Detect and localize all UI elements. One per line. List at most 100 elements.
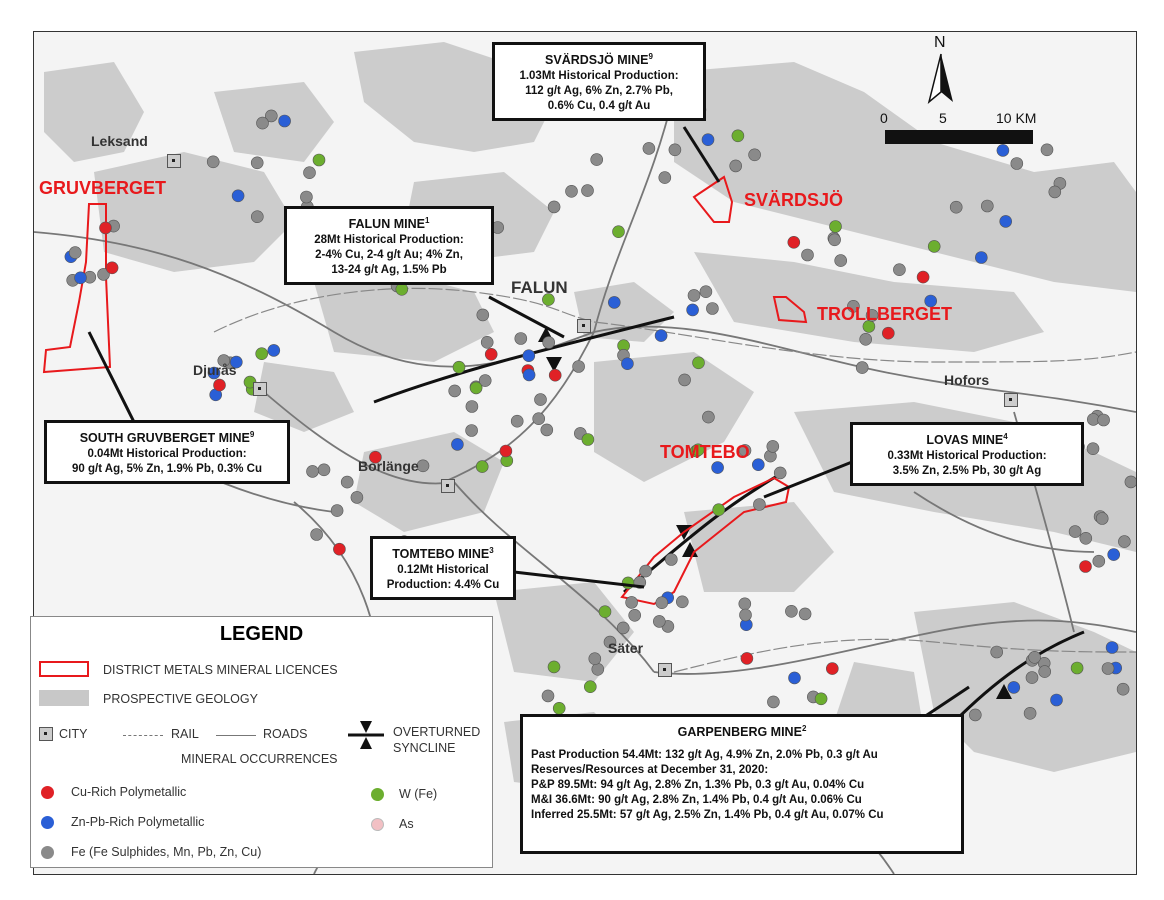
legend-w: W (Fe) [399, 787, 438, 801]
occurrence-dot [350, 491, 364, 504]
scale-label-0: 0 [880, 110, 888, 126]
legend-syncline-1: OVERTURNED [393, 725, 481, 739]
city-marker-djuras [253, 382, 267, 396]
occurrence-dot [395, 282, 409, 296]
occurrence-dot [581, 433, 595, 446]
occurrence-dot [1028, 650, 1041, 664]
scale-bar [885, 130, 1033, 144]
licence-label-trollberget: TROLLBERGET [817, 304, 952, 324]
occurrence-dot [924, 294, 938, 308]
licence-svardsjo [692, 175, 734, 223]
occurrence-dot [213, 378, 226, 392]
occurrence-dot [767, 695, 780, 709]
mine-line: 13-24 g/t Ag, 1.5% Pb [331, 263, 447, 276]
mine-line: 3.5% Zn, 2.5% Pb, 30 g/t Ag [892, 464, 1042, 477]
occurrence-dot [476, 308, 490, 322]
licence-label-gruvberget: GRUVBERGET [39, 178, 167, 198]
occurrence-dot [306, 465, 319, 478]
occurrence-dot [255, 347, 268, 361]
legend-fe-dot [41, 846, 54, 859]
mine-line: Production: 4.4% Cu [386, 578, 500, 591]
occurrence-dot [1097, 413, 1110, 427]
occurrence-dot [267, 344, 281, 357]
legend-w-dot [371, 788, 384, 801]
occurrence-dot [712, 503, 726, 517]
occurrence-dot [1107, 548, 1120, 561]
city-sater: Säter [608, 640, 644, 656]
occurrence-dot [588, 652, 602, 666]
mine-line: 112 g/t Ag, 6% Zn, 2.7% Pb, [525, 84, 673, 97]
occurrence-dot [625, 596, 638, 609]
occurrence-dot [541, 689, 555, 703]
occurrence-dot [534, 393, 547, 406]
occurrence-dot [655, 596, 669, 610]
occurrence-dot [74, 271, 87, 285]
legend-zn-dot [41, 816, 54, 829]
occurrence-dot [480, 335, 494, 349]
occurrence-dot [1050, 693, 1063, 707]
mine-ref: 9 [249, 430, 255, 439]
occurrence-dot [340, 475, 354, 489]
occurrence-dot [974, 251, 988, 264]
occurrence-dot [996, 144, 1010, 157]
occurrence-dot [753, 498, 766, 511]
legend-rail: RAIL [171, 727, 199, 741]
occurrence-dot [621, 357, 634, 371]
occurrence-dot [706, 302, 719, 315]
occurrence-dot [469, 381, 483, 395]
occurrence-dot [230, 355, 243, 369]
mine-ref: 2 [801, 724, 807, 733]
occurrence-dot [652, 615, 666, 628]
licence-label-tomtebo: TOMTEBO [660, 442, 750, 462]
occurrence-dot [206, 155, 220, 169]
occurrence-dot [788, 671, 801, 685]
mine-box-lovas: LOVAS MINE4 0.33Mt Historical Production… [850, 422, 1084, 486]
occurrence-dot [702, 410, 715, 424]
occurrence-dot [692, 356, 705, 370]
mine-line: 0.6% Cu, 0.4 g/t Au [547, 99, 651, 112]
occurrence-dot [97, 268, 110, 281]
occurrence-dot [1101, 662, 1115, 675]
mine-line: 2-4% Cu, 2-4 g/t Au; 4% Zn, [315, 248, 463, 261]
mine-title: TOMTEBO MINE [392, 546, 490, 561]
scale-label-10: 10 KM [996, 110, 1037, 126]
city-marker-sater [658, 663, 672, 677]
legend-syncline-2: SYNCLINE [393, 741, 456, 755]
legend-roads: ROADS [263, 727, 308, 741]
occurrence-dot [300, 190, 313, 204]
city-falun: FALUN [511, 278, 568, 297]
occurrence-dot [801, 248, 814, 262]
mine-ref: 4 [1003, 432, 1008, 441]
occurrence-dot [825, 662, 839, 675]
legend-licence-swatch [39, 661, 89, 677]
occurrence-dot [310, 528, 323, 541]
mine-line: Past Production 54.4Mt: 132 g/t Ag, 4.9%… [531, 749, 878, 762]
mine-box-tomtebo: TOMTEBO MINE3 0.12Mt Historical Producti… [370, 536, 516, 600]
occurrence-dot [547, 660, 561, 674]
occurrence-dot [484, 347, 498, 361]
occurrence-dot [678, 373, 691, 387]
occurrence-dot [590, 153, 604, 166]
occurrence-dot [785, 604, 798, 618]
occurrence-dot [598, 605, 612, 619]
occurrence-dot [612, 225, 625, 238]
occurrence-dot [547, 200, 561, 214]
occurrence-dot [475, 460, 489, 473]
occurrence-dot [751, 458, 765, 472]
occurrence-dot [699, 285, 713, 299]
mine-line: 1.03Mt Historical Production: [519, 69, 679, 82]
mine-ref: 9 [648, 52, 653, 61]
occurrence-dot [654, 329, 668, 342]
occurrence-dot [968, 708, 982, 722]
occurrence-dot [1048, 185, 1062, 199]
legend-geology: PROSPECTIVE GEOLOGY [103, 692, 258, 706]
occurrence-dot [999, 215, 1013, 228]
occurrence-dot [99, 221, 112, 235]
occurrence-dot [369, 450, 382, 464]
occurrence-dot [949, 200, 963, 214]
occurrence-dot [687, 289, 701, 302]
occurrence-dot [711, 461, 724, 474]
occurrence-dot [1105, 641, 1119, 654]
occurrence-dot [859, 332, 873, 346]
mine-line: 0.12Mt Historical [397, 563, 489, 576]
